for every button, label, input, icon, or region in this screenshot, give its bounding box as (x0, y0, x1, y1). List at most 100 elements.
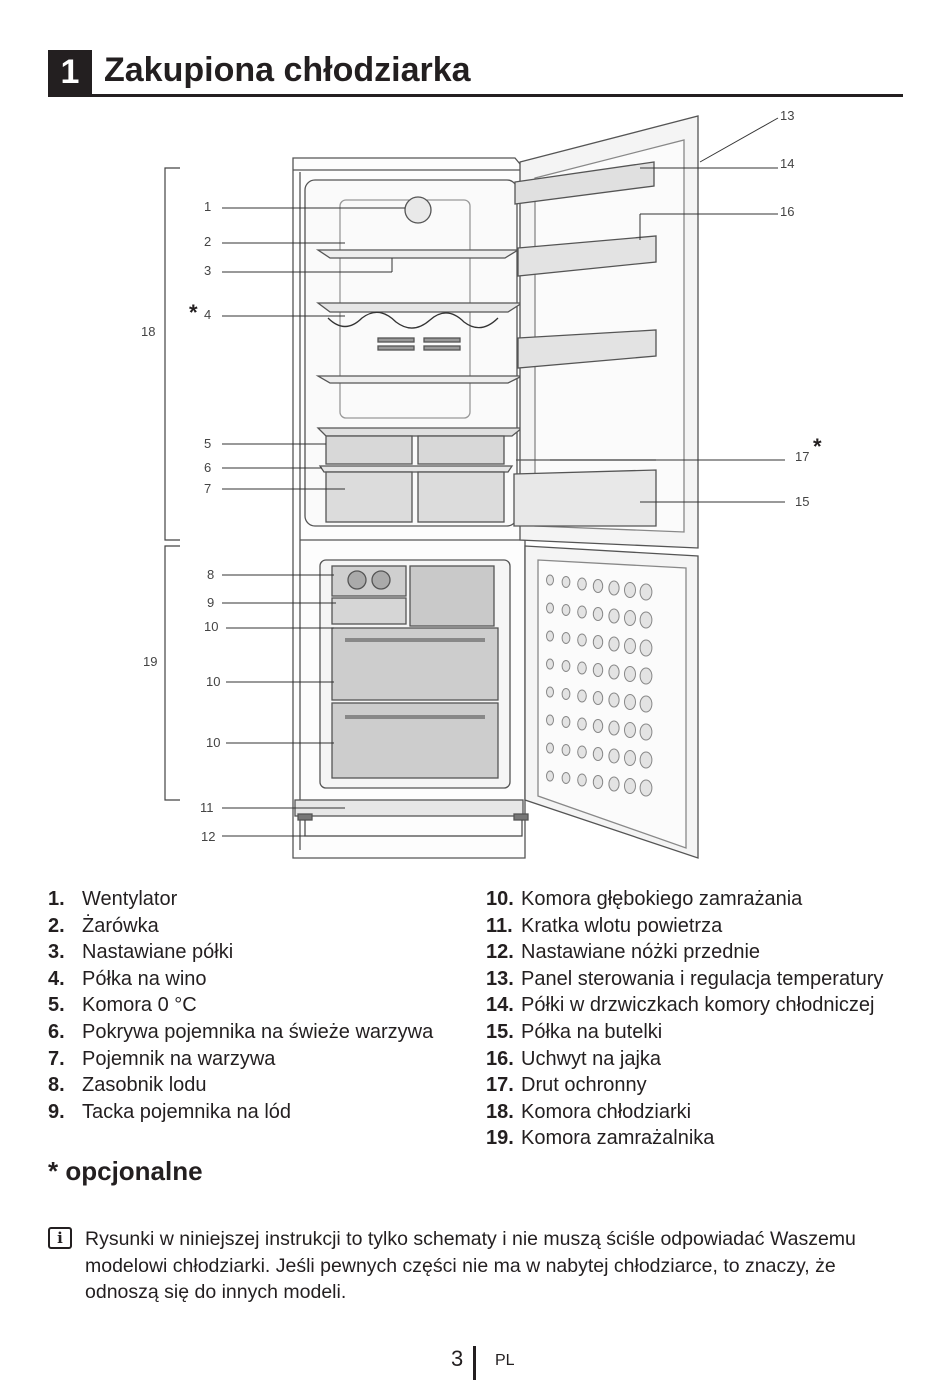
list-item: 14. Półki w drzwiczkach komory chłodnicze… (486, 992, 883, 1019)
list-item: 10.Komora głębokiego zamrażania (486, 886, 883, 913)
callout-16: 16 (780, 204, 794, 219)
door-dimple (577, 633, 587, 647)
callout-18: 18 (141, 324, 155, 339)
item-number: 2. (48, 914, 65, 937)
door-dimple (546, 602, 554, 614)
door-dimple (639, 583, 653, 601)
door-dimple (639, 667, 653, 685)
item-label: Uchwyt na jajka (521, 1047, 662, 1070)
callout-10b: 10 (206, 674, 220, 689)
door-dimple (639, 695, 653, 713)
item-number: 16. (486, 1047, 514, 1070)
door-dimple (577, 717, 587, 731)
door-dimple (546, 714, 554, 726)
door-dimple (624, 610, 636, 626)
item-label: Żarówka (82, 914, 159, 937)
callout-2: 2 (204, 234, 211, 249)
fridge-diagram: 1 2 3 4 5 6 7 8 9 10 10 10 11 12 13 14 1… (141, 108, 822, 859)
door-dimple (577, 745, 587, 759)
item-number: 11. (486, 914, 513, 937)
door-dimple (608, 580, 620, 596)
door-dimple (608, 720, 620, 736)
item-number: 3. (48, 941, 65, 964)
door-dimple (624, 722, 636, 738)
door-dimple (608, 692, 620, 708)
door-dimple (592, 719, 604, 733)
list-item: 15.Półka na butelki (486, 1019, 883, 1046)
info-note-text: Rysunki w niniejszej instrukcji to tylko… (85, 1228, 856, 1303)
item-label: Pokrywa pojemnika na świeże warzywa (82, 1020, 434, 1043)
door-dimple (546, 630, 554, 642)
callout-3: 3 (204, 263, 211, 278)
item-label: Tacka pojemnika na lód (82, 1100, 292, 1123)
item-label: Pojemnik na warzywa (82, 1047, 276, 1070)
list-item: 12. Nastawiane nóżki przednie (486, 939, 883, 966)
optional-note: * opcjonalne (48, 1156, 203, 1186)
door-dimple (624, 582, 636, 598)
item-number: 17. (486, 1074, 514, 1097)
optional-marker-17: * (813, 434, 822, 459)
door-dimple (592, 775, 604, 789)
list-item: 9. Tacka pojemnika na lód (48, 1099, 433, 1126)
item-label: Panel sterowania i regulacja temperatury (521, 967, 884, 990)
callout-10a: 10 (204, 619, 218, 634)
section-header: 1 Zakupiona chłodziarka (48, 46, 903, 97)
callout-11: 11 (200, 800, 214, 815)
door-dimple (577, 689, 587, 703)
item-number: 13. (486, 967, 514, 990)
door-dimple (608, 608, 620, 624)
callout-6: 6 (204, 460, 211, 475)
list-item: 1. Wentylator (48, 886, 433, 913)
item-label: Nastawiane nóżki przednie (521, 941, 761, 964)
list-item: 17. Drut ochronny (486, 1072, 883, 1099)
callout-1: 1 (204, 199, 211, 214)
item-number: 4. (48, 967, 65, 990)
callout-17: 17 (795, 449, 809, 464)
item-label: Komora zamrażalnika (521, 1127, 715, 1150)
item-label: Drut ochronny (521, 1074, 647, 1097)
door-dimple (577, 605, 587, 619)
item-label: Zasobnik lodu (82, 1074, 207, 1097)
item-number: 5. (48, 994, 65, 1017)
item-label: Półka na butelki (521, 1020, 663, 1043)
door-dimple (561, 576, 571, 588)
page-number: 3 (451, 1346, 464, 1371)
door-dimple (546, 658, 554, 670)
list-item: 6. Pokrywa pojemnika na świeże warzywa (48, 1019, 433, 1046)
door-dimple (546, 742, 554, 754)
door-dimple (561, 772, 571, 784)
item-label: Półki w drzwiczkach komory chłodniczej (521, 994, 875, 1017)
door-dimple (624, 666, 636, 682)
door-dimple (561, 688, 571, 700)
item-number: 7. (48, 1047, 65, 1070)
door-dimple (546, 574, 554, 586)
callout-10c: 10 (206, 735, 220, 750)
list-item: 3.Nastawiane półki (48, 939, 433, 966)
item-number: 14. (486, 994, 514, 1017)
callout-19: 19 (143, 654, 157, 669)
item-number: 1. (48, 888, 65, 910)
section-title: Zakupiona chłodziarka (104, 51, 471, 89)
door-dimple (624, 750, 636, 766)
callout-12: 12 (201, 829, 215, 844)
page-language: PL (495, 1352, 515, 1369)
door-dimple (561, 716, 571, 728)
item-number: 6. (48, 1020, 65, 1043)
page-divider (473, 1346, 476, 1380)
item-label: Wentylator (82, 888, 178, 910)
list-item: 19.Komora zamrażalnika (486, 1125, 883, 1152)
door-dimple (608, 636, 620, 652)
door-dimple (624, 778, 636, 794)
door-dimple (592, 635, 604, 649)
callout-8: 8 (207, 567, 214, 582)
door-dimple (639, 779, 653, 797)
item-number: 8. (48, 1074, 65, 1097)
item-number: 12. (486, 941, 514, 964)
callout-7: 7 (204, 481, 211, 496)
door-dimple (592, 579, 604, 593)
door-dimple (639, 611, 653, 629)
list-item: 13. Panel sterowania i regulacja temperat… (486, 966, 883, 993)
item-number: 9. (48, 1100, 65, 1123)
door-dimple (592, 747, 604, 761)
callout-15: 15 (795, 494, 809, 509)
